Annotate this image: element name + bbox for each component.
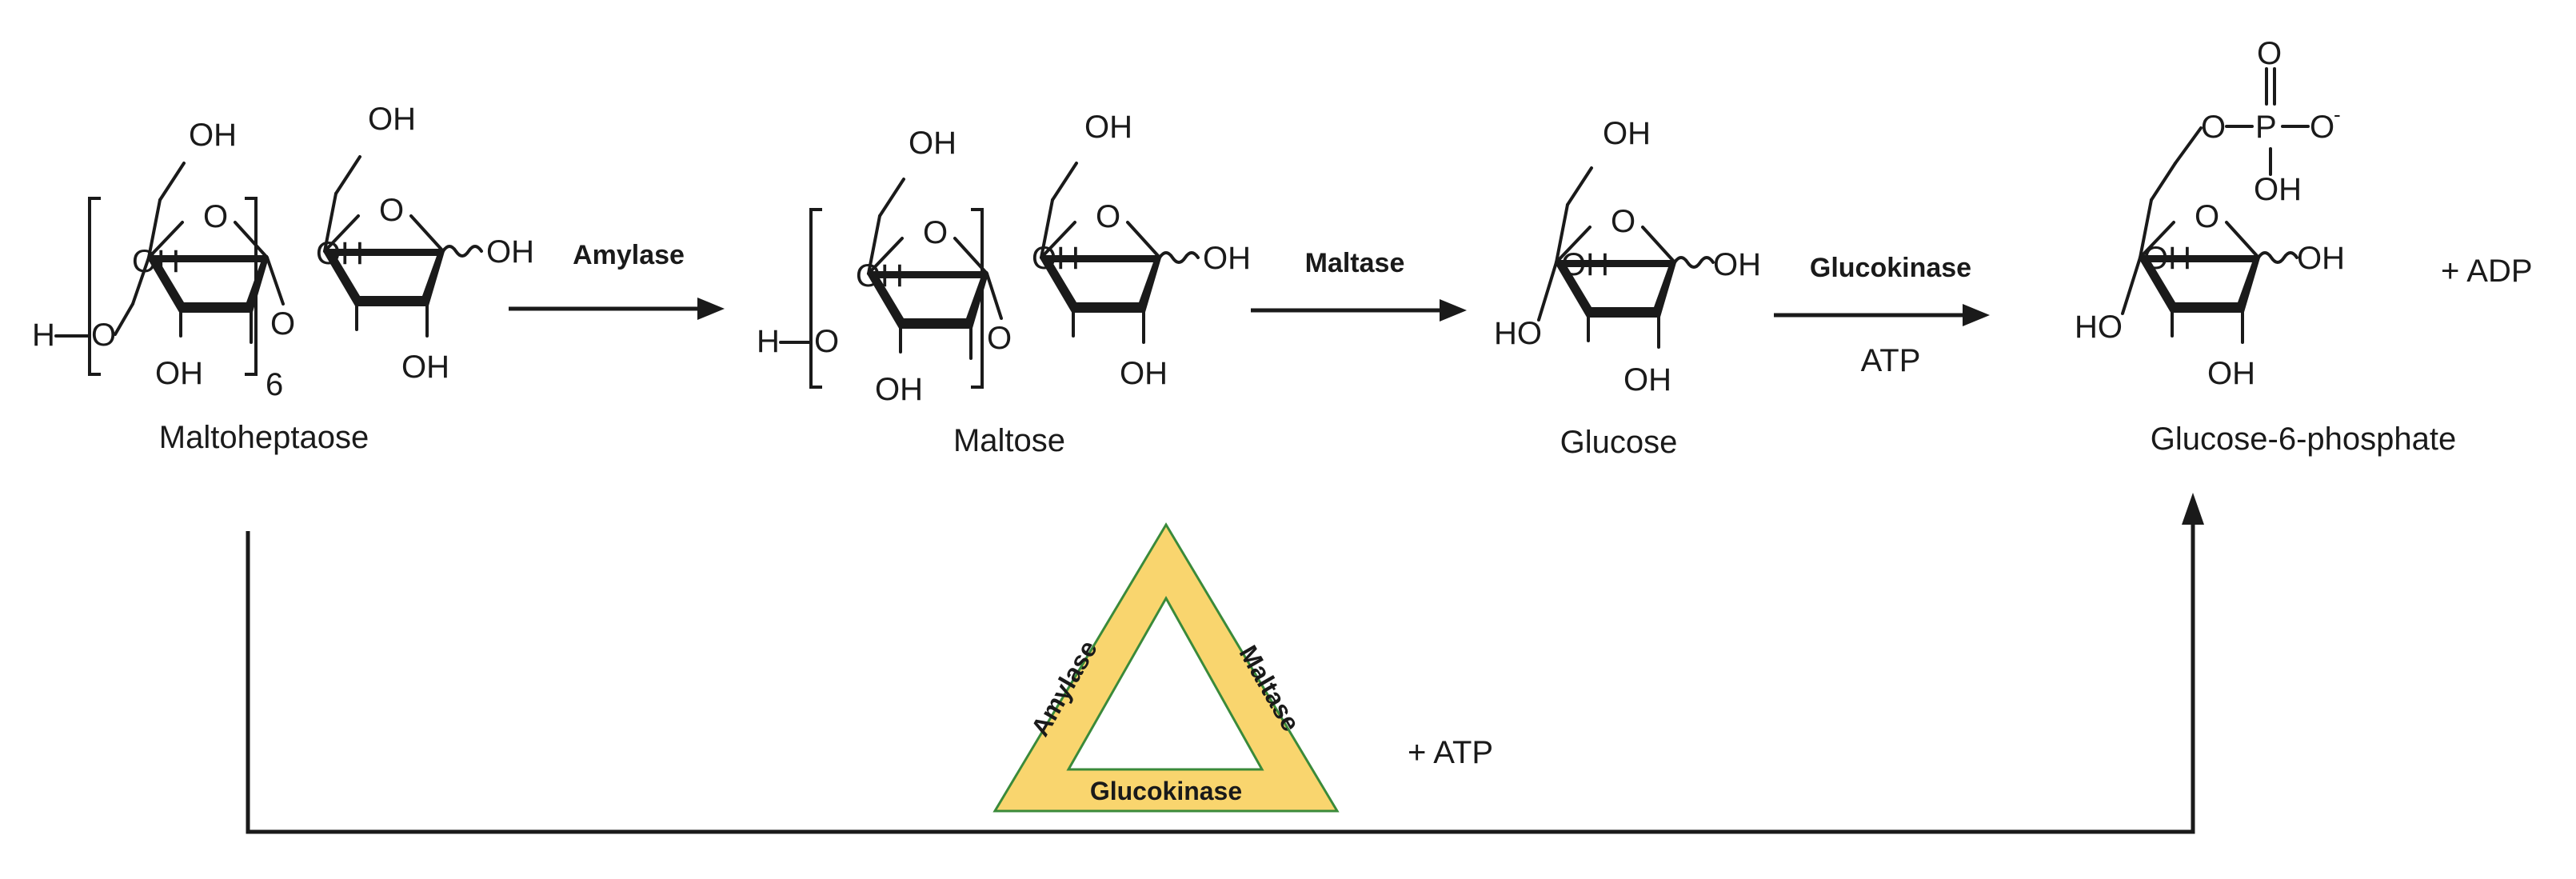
glucose-6-phosphate-structure: O O P O O - OH OH HO OH OH	[2075, 36, 2345, 391]
repeat-bracket-right	[245, 197, 258, 376]
repeat-bracket-right	[971, 208, 984, 389]
oh-label: OH	[1032, 241, 1080, 276]
ch2oh-label: OH	[909, 126, 957, 161]
phosphorus: P	[2255, 110, 2277, 145]
compound-name-glucose: Glucose	[1560, 425, 1678, 460]
maltoheptaose-reducing-ring: O OH OH OH OH	[316, 102, 534, 385]
triangle-frame	[992, 522, 1340, 813]
oh-label: OH	[1623, 362, 1671, 398]
glycosidic-oxygen: O	[270, 306, 295, 342]
compound-name-glucose-6-phosphate: Glucose-6-phosphate	[2151, 422, 2456, 457]
oh-label: OH	[1561, 247, 1609, 282]
ch2oh-label: OH	[368, 102, 416, 137]
phosphoryl-oxygen: O	[2257, 36, 2282, 71]
glycosidic-oxygen: O	[987, 321, 1012, 356]
ring-oxygen: O	[1096, 199, 1120, 234]
reaction-arrow-1	[509, 298, 725, 320]
terminal-h: H	[757, 324, 780, 359]
oh-label: OH	[2207, 356, 2255, 391]
compound-name-maltoheptaose: Maltoheptaose	[159, 420, 369, 455]
phosphate-oh: OH	[2254, 172, 2302, 207]
ring-oxygen: O	[1611, 204, 1635, 239]
maltoheptaose-structure: O OH OH OH O	[131, 118, 295, 391]
terminal-h: H	[32, 318, 55, 353]
reaction-arrow-3	[1774, 304, 1990, 326]
reaction-arrow-2	[1251, 299, 1467, 322]
terminal-o: O	[814, 324, 839, 359]
negative-charge: -	[2334, 102, 2341, 126]
oh-label: OH	[2143, 241, 2191, 276]
ring-oxygen: O	[379, 193, 404, 228]
oh-label: OH	[155, 356, 203, 391]
enzyme-label-amylase: Amylase	[573, 240, 685, 270]
anomeric-oh-label: OH	[1713, 247, 1761, 282]
ho-label: HO	[2075, 310, 2123, 345]
oh-label: OH	[856, 258, 904, 294]
compound-name-maltose: Maltose	[953, 423, 1065, 458]
bypass-arrow	[246, 493, 2204, 834]
enzyme-label-glucokinase: Glucokinase	[1810, 253, 1971, 283]
repeat-count: 6	[266, 367, 283, 402]
ring-oxygen: O	[923, 215, 948, 250]
terminal-o: O	[91, 318, 116, 353]
repeat-bracket-left	[88, 197, 101, 376]
glucose-structure: O OH OH HO OH OH	[1494, 116, 1761, 398]
repeat-bracket-left	[809, 208, 822, 389]
anomeric-oh-label: OH	[1203, 241, 1251, 276]
oh-label: OH	[1120, 356, 1168, 391]
ch2oh-label: OH	[1084, 110, 1132, 145]
oh-label: OH	[401, 350, 449, 385]
oh-label: OH	[316, 236, 364, 271]
anomeric-oh-label: OH	[2297, 241, 2345, 276]
ch2oh-label: OH	[1603, 116, 1651, 151]
byproduct-adp: + ADP	[2441, 254, 2533, 289]
oh-label: OH	[875, 372, 923, 407]
maltose-structure: O OH OH OH O	[856, 126, 1012, 407]
ch2oh-label: OH	[189, 118, 237, 153]
ring-oxygen: O	[2195, 199, 2219, 234]
oh-label: OH	[132, 244, 180, 279]
cofactor-atp: ATP	[1861, 343, 1921, 378]
enzyme-cascade-triangle: Amylase Maltase Glucokinase	[992, 522, 1340, 813]
ring-oxygen: O	[203, 199, 228, 234]
triangle-label-glucokinase: Glucokinase	[1090, 777, 1242, 805]
phosphate-o-minus: O	[2310, 110, 2334, 145]
ho-label: HO	[1494, 316, 1542, 351]
bypass-cofactor-atp: + ATP	[1408, 735, 1493, 770]
ester-oxygen: O	[2201, 110, 2226, 145]
enzyme-label-maltase: Maltase	[1305, 248, 1405, 278]
maltose-reducing-ring: O OH OH OH OH	[1032, 110, 1251, 391]
anomeric-oh-label: OH	[486, 234, 534, 270]
